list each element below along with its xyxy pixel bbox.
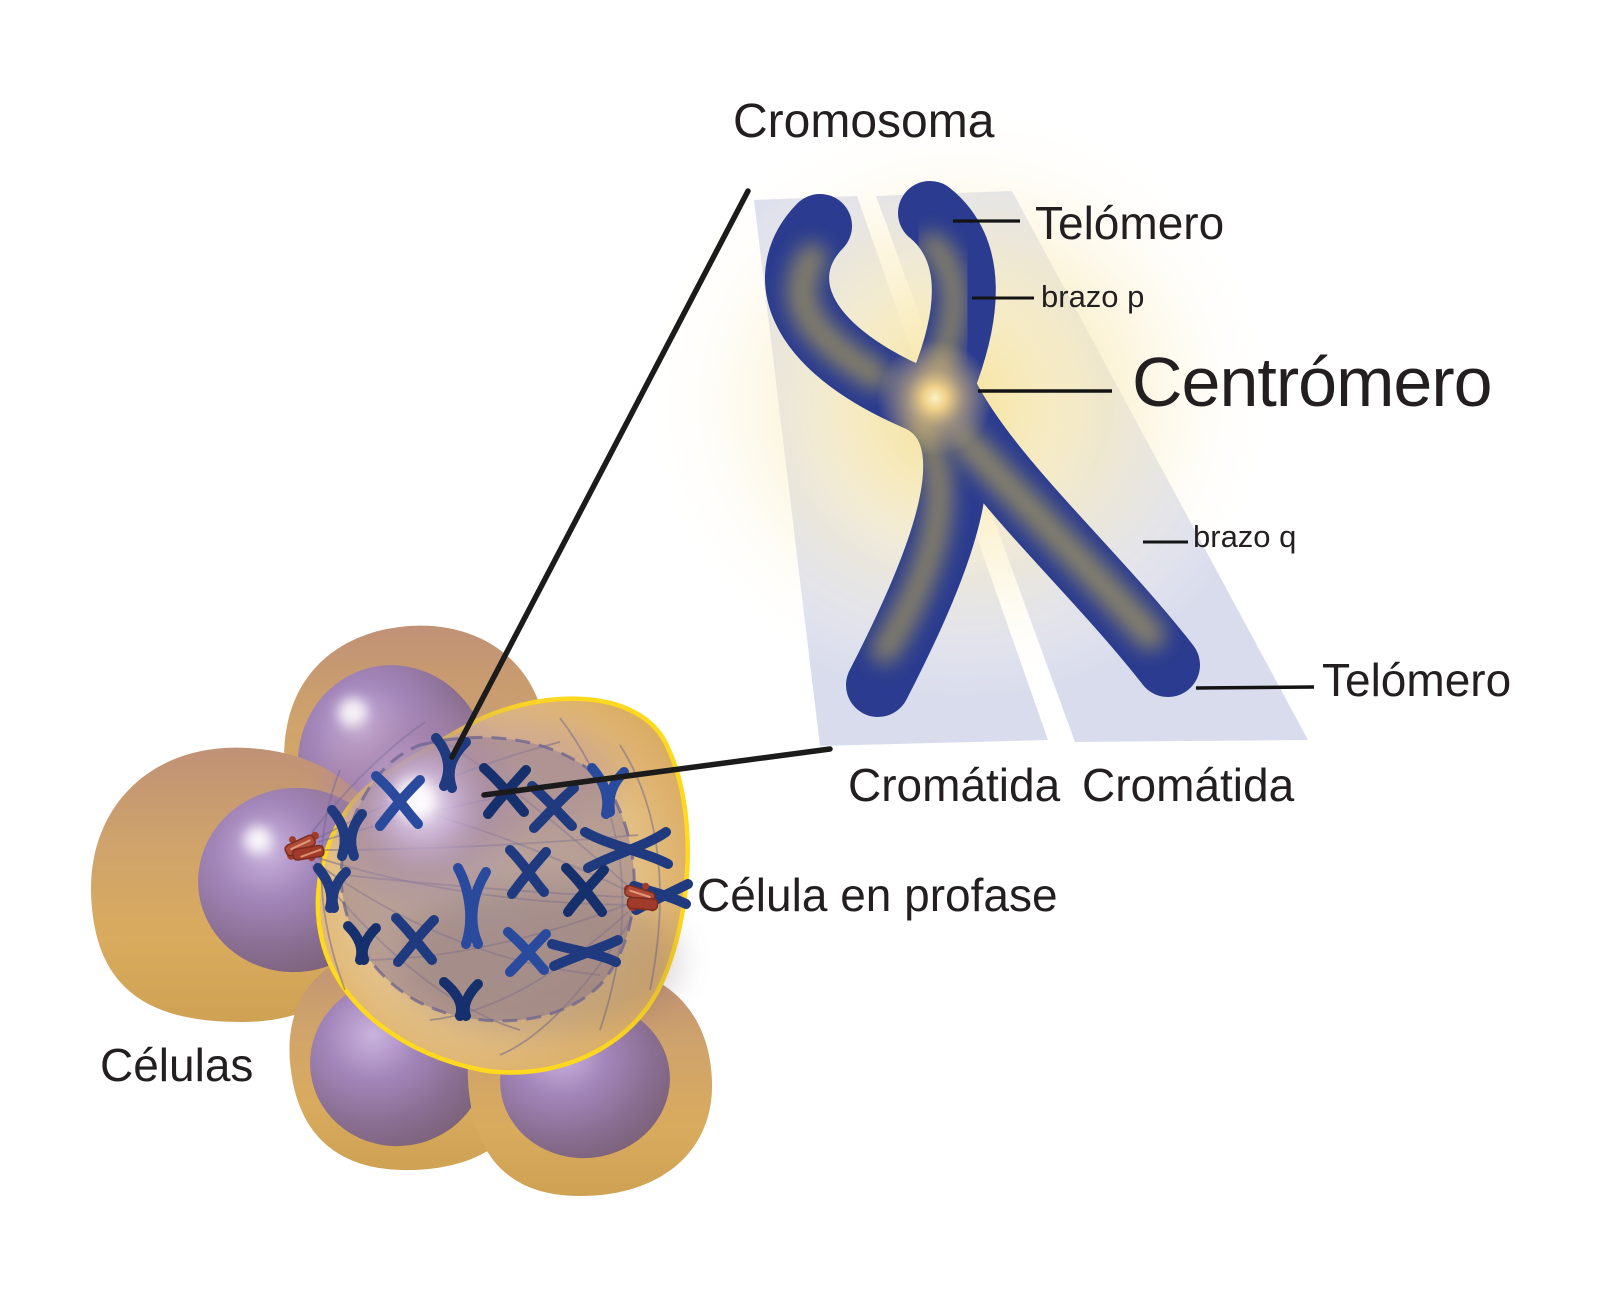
centromere-glow: [877, 340, 993, 456]
chromosome-x: [765, 181, 1200, 717]
centrosome-right: [623, 882, 659, 912]
label-cromatida-right: Cromátida: [1082, 759, 1295, 811]
label-celula-en-profase: Célula en profase: [697, 869, 1058, 921]
zoom-connector-top: [449, 188, 751, 760]
label-brazo-q: brazo q: [1193, 519, 1297, 554]
label-telomero-bottom: Telómero: [1322, 654, 1512, 706]
centrosome-left: [284, 831, 325, 862]
cell-cluster: [91, 625, 713, 1196]
label-brazo-p: brazo p: [1041, 279, 1145, 314]
label-cromosoma: Cromosoma: [733, 95, 995, 148]
chromosome-illustration: [449, 100, 1315, 798]
condensed-chromosomes: [313, 733, 693, 1021]
prophase-cell: [284, 696, 693, 1075]
nucleus-highlight: [244, 826, 272, 854]
label-centromero: Centrómero: [1132, 343, 1493, 421]
zoom-connector-bottom: [481, 746, 833, 798]
leader-telomere-bottom: [1195, 685, 1315, 690]
label-celulas: Células: [100, 1039, 254, 1091]
leader-lines: [953, 219, 1315, 690]
label-cromatida-left: Cromátida: [848, 759, 1061, 811]
label-telomero-top: Telómero: [1035, 197, 1225, 249]
